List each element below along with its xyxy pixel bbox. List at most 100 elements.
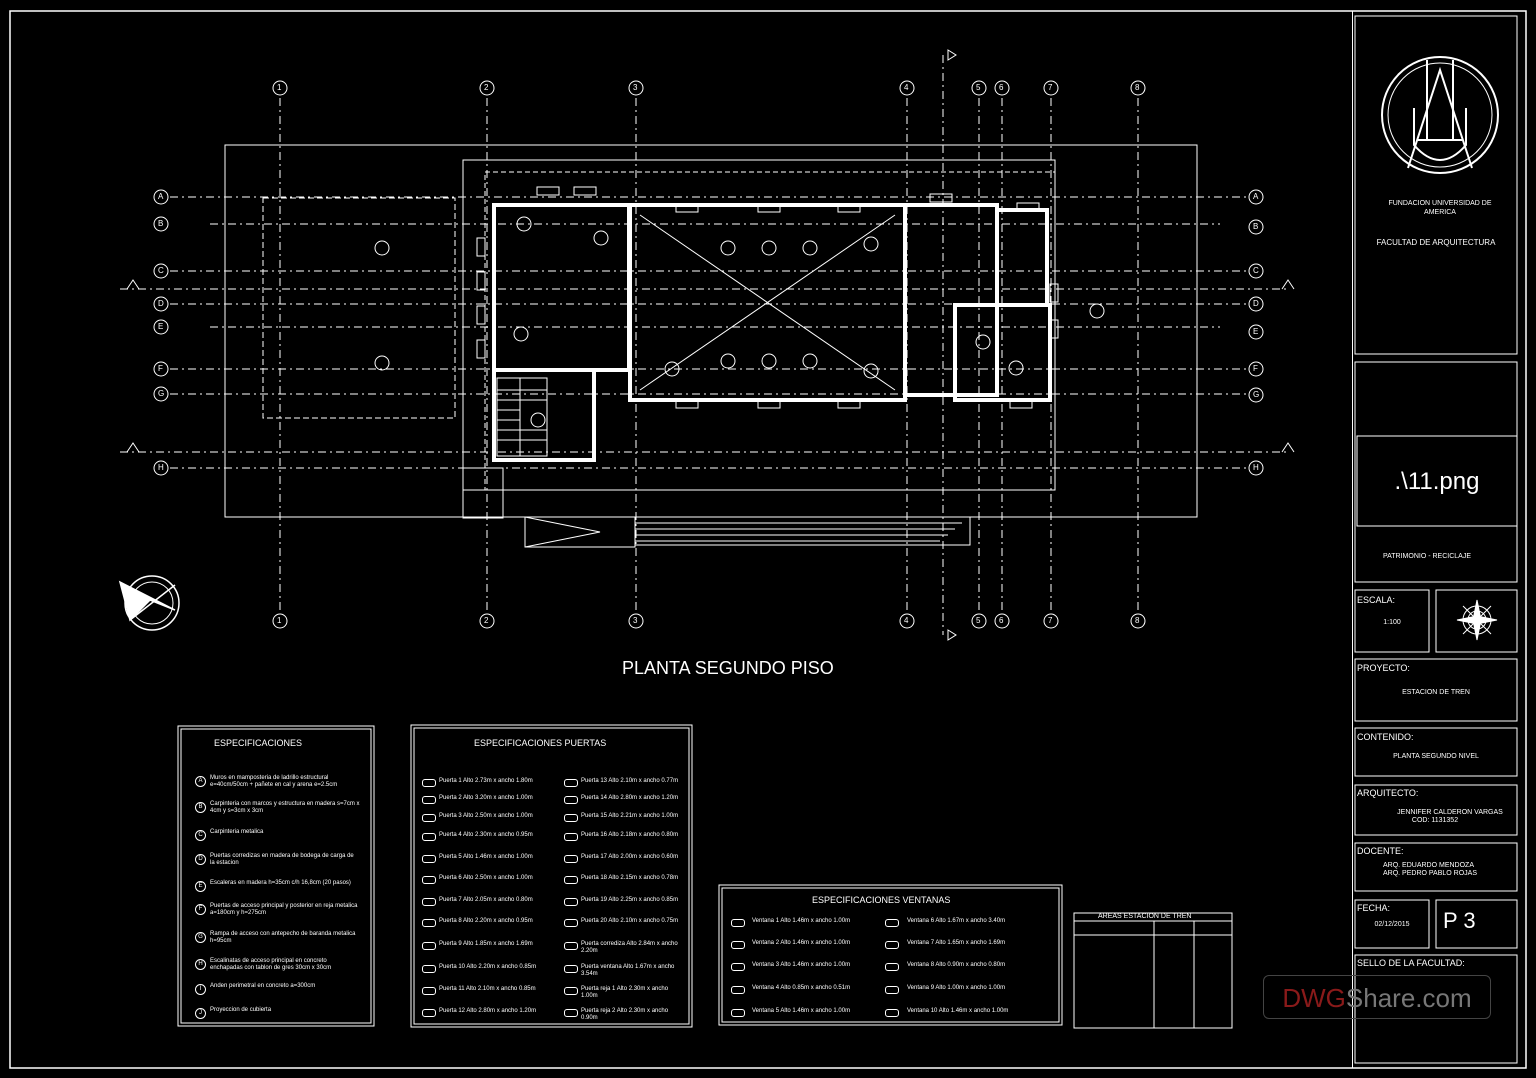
grid-column-label: 6 [999,616,1004,625]
spec-text: Puertas de acceso principal y posterior … [210,903,358,916]
door-window-icon [422,814,436,822]
grid-row-label: B [1253,222,1259,231]
spec-tag: A [195,776,206,787]
door-window-icon [731,986,745,994]
grid-column-label: 2 [484,616,489,625]
fecha-value: 02/12/2015 [1374,921,1410,928]
spec-list-item: Puerta 16 Alto 2.18m x ancho 0.80m [581,832,679,838]
grid-column-label: 5 [976,83,981,92]
spec-list-item: Puerta 13 Alto 2.10m x ancho 0.77m [581,778,679,784]
spec-list-item: Puerta 15 Alto 2.21m x ancho 1.00m [581,813,679,819]
door-window-icon [564,779,578,787]
puertas-title: ESPECIFICACIONES PUERTAS [474,738,607,748]
spec-list-item: Puerta 20 Alto 2.10m x ancho 0.75m [581,918,679,924]
grid-column-label: 1 [277,616,282,625]
spec-tag: C [195,830,206,841]
areas-title: AREAS ESTACION DE TREN [1098,913,1192,920]
spec-tag: D [195,854,206,865]
spec-list-item: Puerta ventana Alto 1.67m x ancho 3.54m [581,964,675,977]
spec-text: Puertas corredizas en madera de bodega d… [210,853,354,866]
grid-row-label: A [158,192,164,201]
grid-row-label: F [1253,364,1258,373]
spec-list-item: Puerta 2 Alto 3.20m x ancho 1.00m [439,795,533,801]
theme-label: PATRIMONIO - RECICLAJE [1382,553,1472,560]
door-window-icon [731,963,745,971]
contenido-label: CONTENIDO: [1357,732,1414,742]
title-block-frame [1354,15,1518,1064]
door-window-icon [731,941,745,949]
door-window-icon [422,1009,436,1017]
docente-2: ARQ. PEDRO PABLO ROJAS [1383,870,1478,877]
spec-text: Carpinteria con marcos y estructura en m… [210,801,360,814]
door-window-icon [564,965,578,973]
section-markers [126,49,1295,641]
sello-label: SELLO DE LA FACULTAD: [1357,958,1465,968]
door-window-icon [422,919,436,927]
spec-list-item: Ventana 3 Alto 1.46m x ancho 1.00m [752,962,851,968]
spec-list-item: Puerta 6 Alto 2.50m x ancho 1.00m [439,875,533,881]
door-window-icon [885,941,899,949]
door-window-icon [422,987,436,995]
grid-column-label: 2 [484,83,489,92]
door-window-icon [885,1009,899,1017]
spec-list-item: Puerta 17 Alto 2.00m x ancho 0.60m [581,854,679,860]
docente-1: ARQ. EDUARDO MENDOZA [1383,862,1475,869]
door-window-icon [422,898,436,906]
spec-text: Muros en mamposteria de ladrillo estruct… [210,775,338,788]
spec-tag: I [195,984,206,995]
sheet-number: P 3 [1443,908,1476,933]
escala-label: ESCALA: [1357,595,1396,605]
grid-column-label: 6 [999,83,1004,92]
door-window-icon [422,855,436,863]
grid-row-label: G [1253,390,1260,399]
grid-row-label: C [1253,266,1259,275]
spec-list-item: Ventana 6 Alto 1.67m x ancho 3.40m [907,918,1006,924]
grid-lines-vertical [279,55,1139,635]
compass-rose [118,575,180,631]
arquitecto-label: ARQUITECTO: [1357,788,1419,798]
grid-column-label: 7 [1048,83,1053,92]
spec-tag: J [195,1008,206,1019]
escala-value: 1:100 [1383,619,1401,626]
spec-list-item: Ventana 9 Alto 1.00m x ancho 1.00m [907,985,1006,991]
image-name: .\11.png [1394,468,1480,495]
grid-bubbles-columns [272,80,1146,629]
spec-list-item: Ventana 5 Alto 1.46m x ancho 1.00m [752,1008,851,1014]
door-window-icon [885,919,899,927]
grid-row-label: E [158,322,164,331]
grid-bubbles-rows [153,189,1264,476]
grid-column-label: 8 [1135,616,1140,625]
spec-list-item: Puerta 1 Alto 2.73m x ancho 1.80m [439,778,533,784]
spec-list-item: Puerta reja 1 Alto 2.30m x ancho 1.00m [581,986,669,999]
spec-list-item: Puerta 8 Alto 2.20m x ancho 0.95m [439,918,533,924]
watermark-part2: Share.com [1345,983,1472,1013]
floor-plan [224,144,1198,548]
window-symbols [476,186,1059,409]
door-window-icon [564,919,578,927]
door-window-icon [564,814,578,822]
spec-list-item: Puerta 10 Alto 2.20m x ancho 0.85m [439,964,537,970]
spec-list-item: Puerta corrediza Alto 2.84m x ancho 2.20… [581,941,678,954]
spec-tables-frames [177,724,1233,1029]
door-window-icon [564,796,578,804]
spec-list-item: Puerta 9 Alto 1.85m x ancho 1.69m [439,941,533,947]
ventanas-title: ESPECIFICACIONES VENTANAS [812,895,951,905]
grid-column-label: 3 [633,83,638,92]
stair-steps [496,377,548,457]
spec-text: Carpinteria metalica [210,829,264,835]
grid-column-label: 1 [277,83,282,92]
room-tag-hexagons [374,216,1105,428]
door-window-icon [564,833,578,841]
spec-tag: G [195,932,206,943]
spec-text: Escaleras en madera h=35cm c/h 16,8cm (2… [210,880,351,886]
grid-column-label: 4 [904,83,909,92]
spec-list-item: Puerta 4 Alto 2.30m x ancho 0.95m [439,832,533,838]
proyecto-label: PROYECTO: [1357,663,1410,673]
door-window-icon [422,876,436,884]
door-window-icon [564,942,578,950]
spec-list-item: Puerta 7 Alto 2.05m x ancho 0.80m [439,897,533,903]
door-window-icon [731,1009,745,1017]
proyecto-value: ESTACION DE TREN [1402,689,1470,696]
arquitecto-code: COD: 1131352 [1411,817,1459,824]
